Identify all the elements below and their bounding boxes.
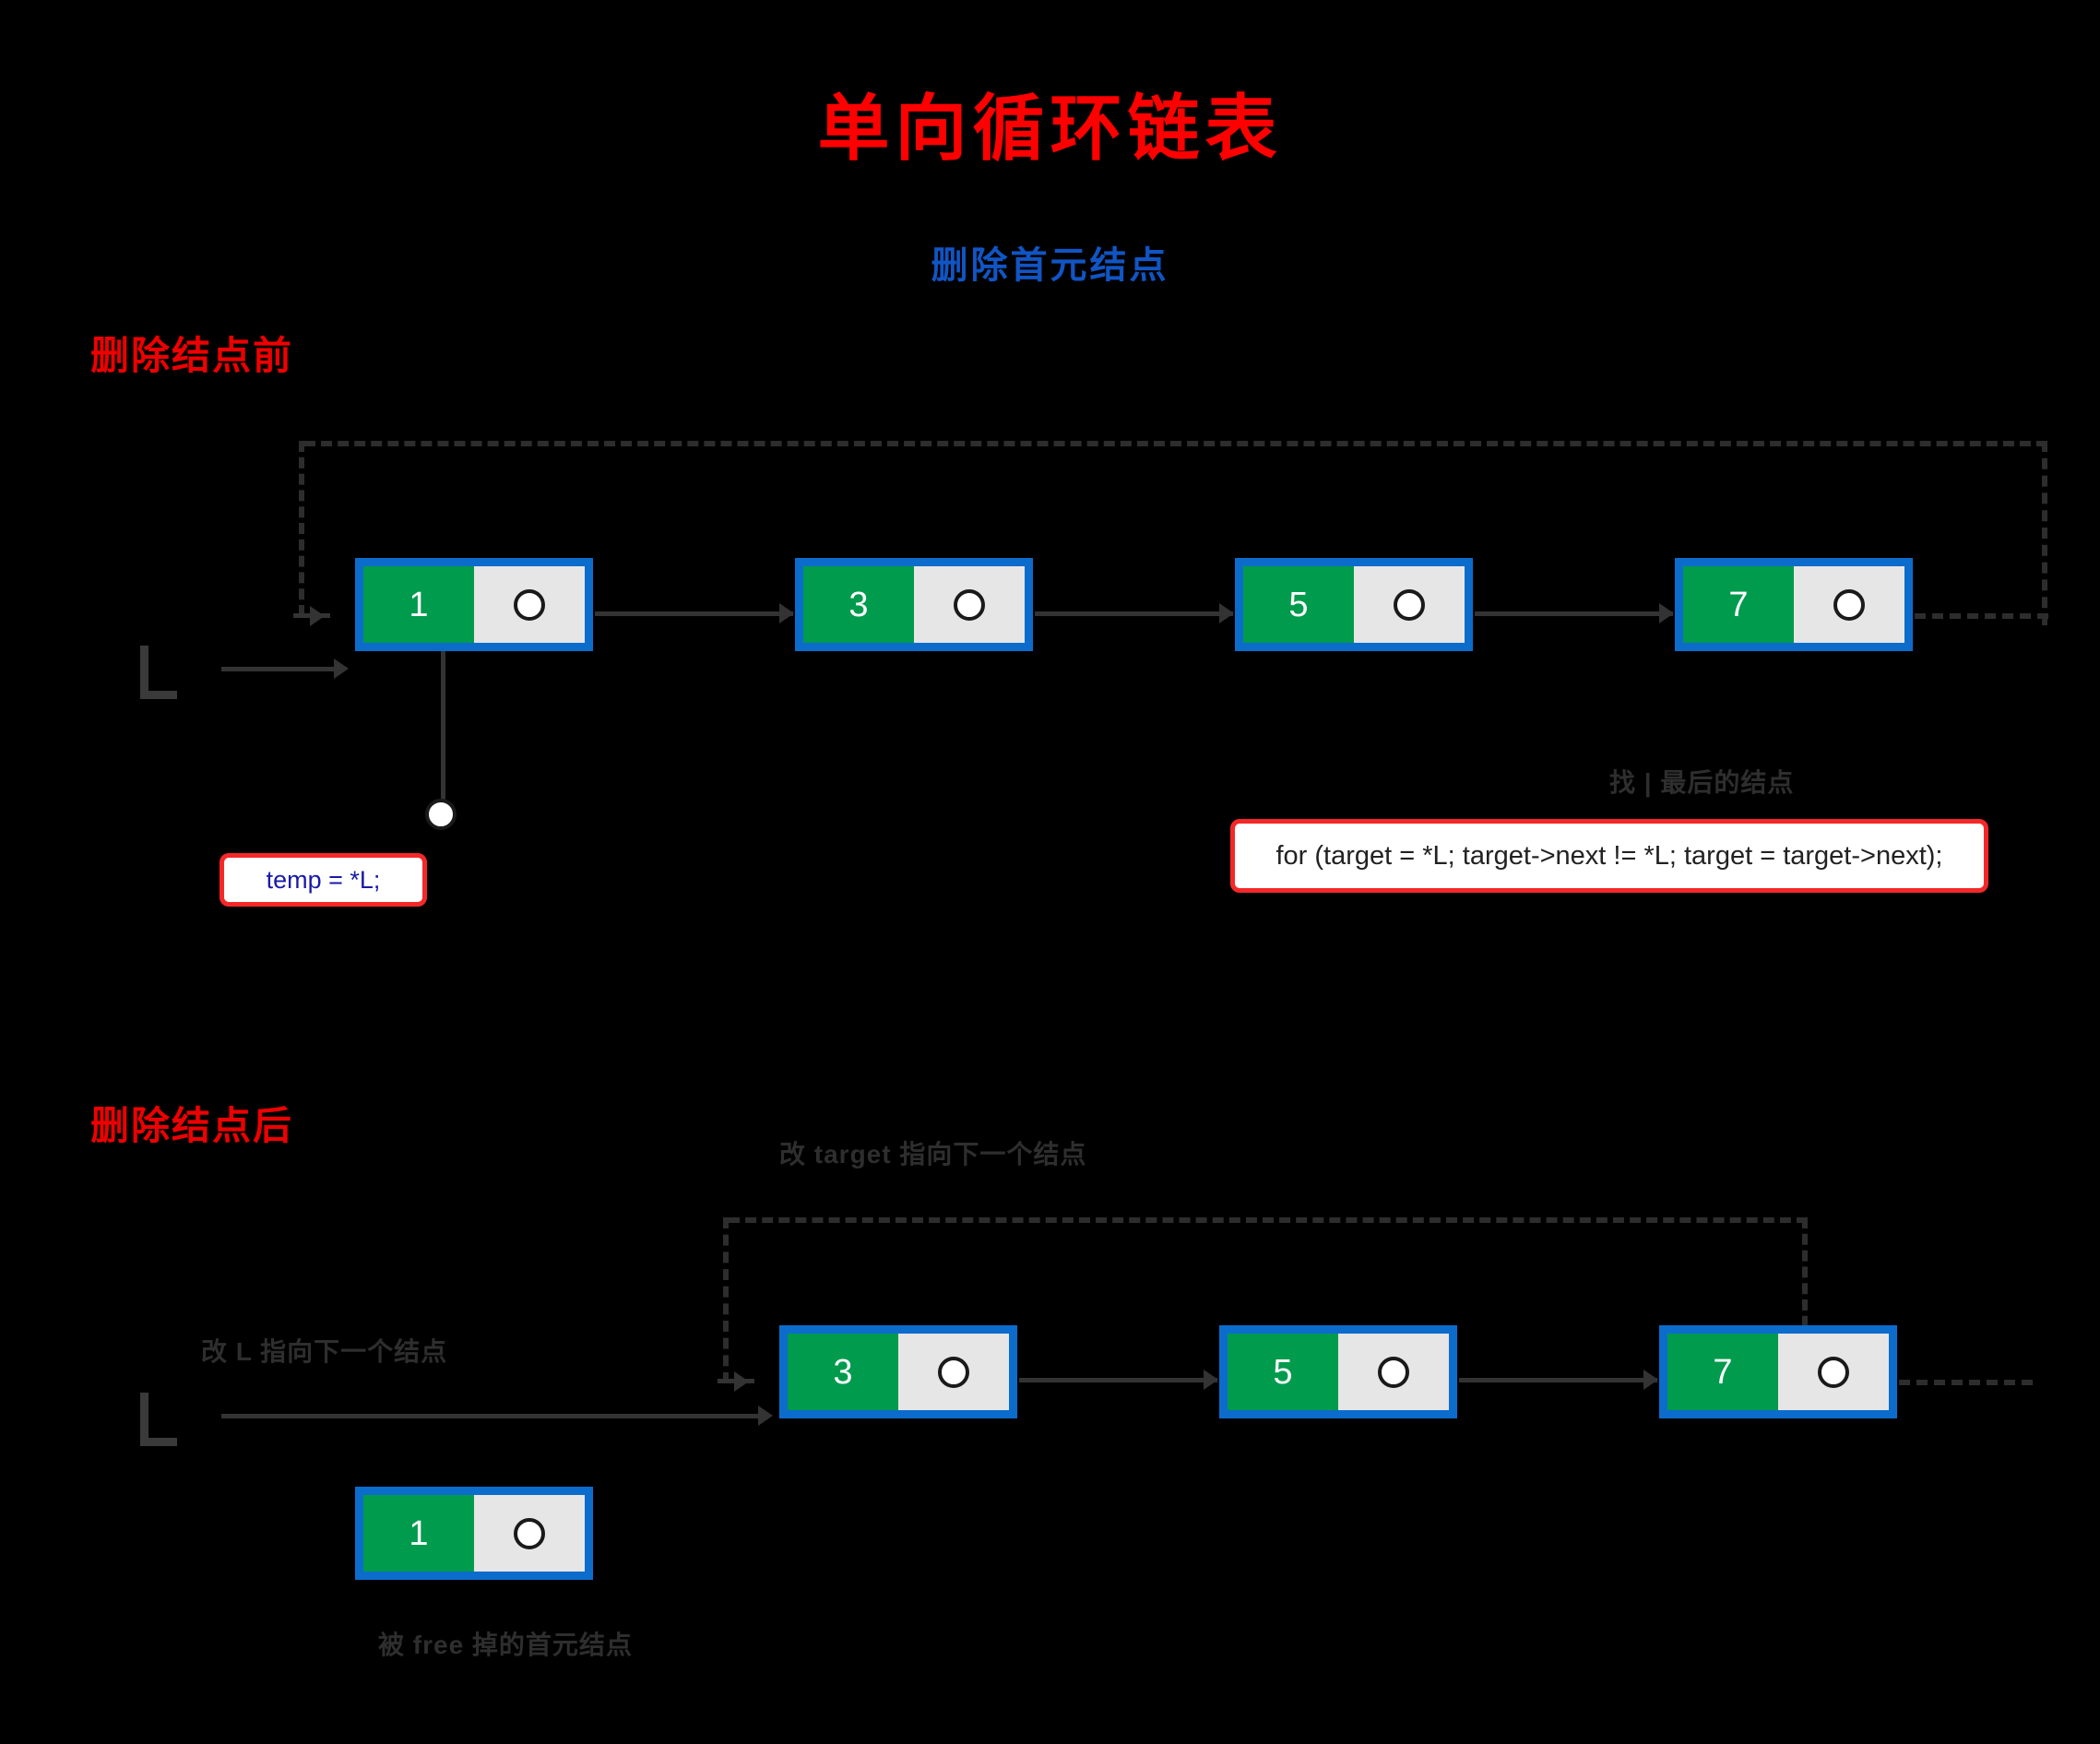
link-before-2-3 bbox=[1475, 611, 1673, 616]
section-label-before: 删除结点前 bbox=[90, 334, 294, 377]
page-subtitle: 删除首元结点 bbox=[931, 245, 1169, 286]
tail-finder-code: for (target = *L; target->next != *L; ta… bbox=[1275, 840, 1943, 871]
head-pointer-line-before bbox=[221, 667, 341, 671]
node-next-field bbox=[474, 566, 585, 643]
loopback-rail-left-after bbox=[723, 1217, 729, 1383]
pointer-circle-icon bbox=[514, 588, 545, 621]
pointer-circle-icon bbox=[1378, 1356, 1409, 1388]
link-arrowhead-after-0-1 bbox=[1204, 1370, 1218, 1390]
node-value: 1 bbox=[363, 1495, 474, 1572]
loopback-rail-right-before bbox=[2042, 441, 2047, 625]
tail-dashed-link-before bbox=[1915, 613, 2048, 619]
tail-finder-code-box[interactable]: for (target = *L; target->next != *L; ta… bbox=[1230, 819, 1988, 893]
loopback-rail-left-before bbox=[299, 441, 304, 616]
node-before-2[interactable]: 5 bbox=[1235, 558, 1473, 651]
head-pointer-glyph-after bbox=[140, 1393, 177, 1446]
node-next-field bbox=[1354, 566, 1465, 643]
link-arrowhead-before-1-2 bbox=[1219, 603, 1234, 623]
node-before-0[interactable]: 1 bbox=[355, 558, 593, 651]
node-next-field bbox=[914, 566, 1025, 643]
node-after-2[interactable]: 7 bbox=[1659, 1325, 1897, 1418]
loopback-rail-top-after bbox=[729, 1217, 1808, 1223]
node-before-3[interactable]: 7 bbox=[1675, 558, 1913, 651]
node-after-1[interactable]: 5 bbox=[1219, 1325, 1457, 1418]
loopback-stub-before bbox=[293, 613, 330, 618]
temp-assignment-code: temp = *L; bbox=[266, 865, 381, 894]
temp-pointer-line bbox=[441, 651, 445, 808]
temp-pointer-circle-icon bbox=[425, 799, 457, 830]
node-value: 5 bbox=[1228, 1334, 1338, 1410]
pointer-circle-icon bbox=[1394, 588, 1425, 621]
link-arrowhead-before-2-3 bbox=[1659, 603, 1674, 623]
pointer-circle-icon bbox=[514, 1517, 545, 1549]
node-value: 3 bbox=[803, 566, 914, 643]
removed-node-caption: 被 free 掉的首元结点 bbox=[378, 1631, 633, 1659]
node-next-field bbox=[1338, 1334, 1449, 1410]
node-before-1[interactable]: 3 bbox=[795, 558, 1033, 651]
node-value: 7 bbox=[1667, 1334, 1778, 1410]
pointer-circle-icon bbox=[954, 588, 985, 621]
link-before-0-1 bbox=[595, 611, 793, 616]
node-value: 7 bbox=[1683, 566, 1794, 643]
node-value: 1 bbox=[363, 566, 474, 643]
tail-dashed-link-after bbox=[1899, 1380, 2033, 1385]
link-arrowhead-before-0-1 bbox=[779, 603, 794, 623]
target-update-note: 改 target 指向下一个结点 bbox=[779, 1140, 1087, 1169]
temp-assignment-box[interactable]: temp = *L; bbox=[219, 853, 427, 907]
node-value: 3 bbox=[788, 1334, 898, 1410]
link-after-1-2 bbox=[1459, 1378, 1657, 1382]
link-after-0-1 bbox=[1019, 1378, 1217, 1382]
node-after-0[interactable]: 3 bbox=[779, 1325, 1017, 1418]
loopback-rail-top-before bbox=[304, 441, 2047, 446]
head-pointer-arrowhead-before bbox=[334, 658, 349, 679]
node-next-field bbox=[474, 1495, 585, 1572]
pointer-circle-icon bbox=[1818, 1356, 1849, 1388]
node-next-field bbox=[1794, 566, 1904, 643]
node-next-field bbox=[898, 1334, 1009, 1410]
head-pointer-line-after bbox=[221, 1414, 765, 1418]
head-pointer-glyph-before bbox=[140, 646, 177, 699]
link-before-1-2 bbox=[1035, 611, 1233, 616]
node-value: 5 bbox=[1243, 566, 1354, 643]
node-removed[interactable]: 1 bbox=[355, 1487, 593, 1580]
head-update-note: 改 L 指向下一个结点 bbox=[201, 1337, 448, 1366]
head-pointer-arrowhead-after bbox=[758, 1406, 773, 1426]
pointer-circle-icon bbox=[1833, 588, 1865, 621]
tail-finder-note: 找 | 最后的结点 bbox=[1609, 768, 1795, 797]
section-label-after: 删除结点后 bbox=[90, 1104, 294, 1147]
pointer-circle-icon bbox=[938, 1356, 969, 1388]
link-arrowhead-after-1-2 bbox=[1643, 1370, 1658, 1390]
page-title: 单向循环链表 bbox=[817, 88, 1283, 169]
loopback-rail-right-after bbox=[1802, 1217, 1808, 1393]
loopback-stub-after bbox=[718, 1379, 754, 1383]
node-next-field bbox=[1778, 1334, 1889, 1410]
